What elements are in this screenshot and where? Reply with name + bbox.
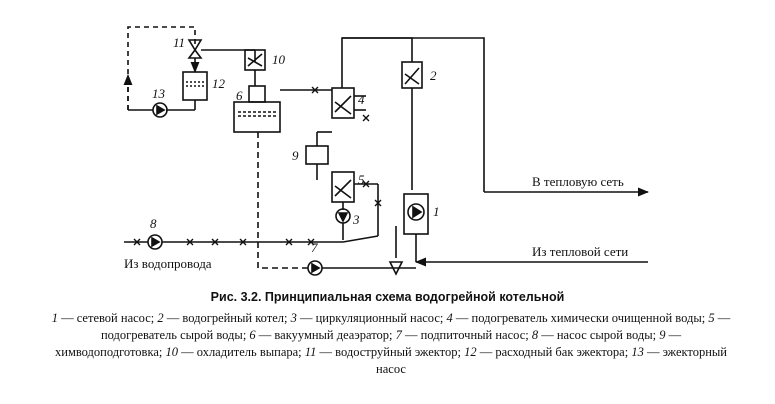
- legend-item-text: подогреватель сырой воды;: [100, 328, 247, 342]
- legend-item: 11 — водоструйный эжектор;: [304, 345, 461, 359]
- legend-item: 5 — подогреватель сырой воды;: [100, 311, 731, 342]
- ejector-loop-line: [123, 26, 196, 110]
- label-5: 5: [358, 172, 365, 187]
- legend-item: 9 — химводоподготовка;: [55, 328, 682, 359]
- from-network-label: Из тепловой сети: [532, 244, 628, 259]
- legend-item: 8 — насос сырой воды;: [531, 328, 657, 342]
- label-6: 6: [236, 88, 243, 103]
- legend-item: 1 — сетевой насос;: [51, 311, 155, 325]
- label-1: 1: [433, 204, 440, 219]
- legend-item: 6 — вакуумный деаэратор;: [249, 328, 393, 342]
- legend-item-number: 13: [631, 345, 644, 359]
- boiler-2: [401, 61, 423, 89]
- deaerator-6: [233, 85, 332, 133]
- legend-item-text: расходный бак эжектора;: [495, 345, 629, 359]
- legend-item-number: 11: [304, 345, 317, 359]
- legend-item-number: 10: [165, 345, 179, 359]
- boiler-scheme-diagram: 1 2 3 4 5 6 7 8 9 10 11 12 13 В тепловую…: [123, 26, 650, 276]
- supply-riser-line: [341, 37, 485, 192]
- raw-water-pump-8: [124, 234, 379, 250]
- label-11: 11: [173, 35, 185, 50]
- makeup-pump-7: [307, 226, 416, 276]
- legend-item-text: сетевой насос;: [76, 311, 155, 325]
- ejector-tank-12: [166, 71, 208, 111]
- legend-item-text: циркуляционный насос;: [315, 311, 444, 325]
- heater-4: [331, 87, 366, 119]
- legend-item: 4 — подогреватель химически очищенной во…: [446, 311, 706, 325]
- figure-title: Рис. 3.2. Принципиальная схема водогрейн…: [210, 290, 565, 304]
- legend-item-text: охладитель выпара;: [196, 345, 302, 359]
- legend-item-number: 7: [395, 328, 402, 342]
- legend-item: 12 — расходный бак эжектора;: [464, 345, 629, 359]
- legend-item-number: 12: [464, 345, 477, 359]
- legend-item: 7 — подпиточный насос;: [395, 328, 529, 342]
- label-2: 2: [430, 68, 437, 83]
- label-12: 12: [212, 76, 226, 91]
- ejector-pump-13: [128, 102, 168, 118]
- legend-item-number: 8: [531, 328, 539, 342]
- legend-item-number: 1: [51, 311, 58, 325]
- legend-item-number: 6: [249, 328, 256, 342]
- label-9: 9: [292, 148, 299, 163]
- legend-item-text: подпиточный насос;: [420, 328, 529, 342]
- legend-item-text: водогрейный котел;: [182, 311, 288, 325]
- legend-item: 2 — водогрейный котел;: [157, 311, 288, 325]
- legend-item: 10 — охладитель выпара;: [165, 345, 302, 359]
- water-treatment-9: [305, 131, 332, 180]
- vapor-cooler-10: [244, 49, 266, 86]
- legend-item-number: 9: [659, 328, 666, 342]
- legend-item-text: водоструйный эжектор;: [335, 345, 461, 359]
- deaerator-outlet-line: [257, 132, 308, 269]
- valve-markers: [133, 86, 382, 246]
- label-7: 7: [311, 240, 318, 255]
- label-8: 8: [150, 216, 157, 231]
- label-13: 13: [152, 86, 166, 101]
- legend-item: 13 — эжекторный насос: [376, 345, 727, 376]
- legend-item-text: эжекторный насос: [376, 345, 727, 376]
- legend-item-text: подогреватель химически очищенной воды;: [471, 311, 706, 325]
- from-water-label: Из водопровода: [124, 256, 212, 271]
- legend-item-number: 3: [290, 311, 297, 325]
- network-pump-1: [403, 193, 429, 262]
- to-network-label: В тепловую сеть: [532, 174, 624, 189]
- legend-item-text: насос сырой воды;: [556, 328, 657, 342]
- legend-item-number: 2: [157, 311, 164, 325]
- legend-item-number: 4: [446, 311, 453, 325]
- legend-item-text: химводоподготовка;: [55, 345, 163, 359]
- label-4: 4: [358, 92, 365, 107]
- legend-item: 3 — циркуляционный насос;: [290, 311, 444, 325]
- legend-item-number: 5: [708, 311, 715, 325]
- label-10: 10: [272, 52, 286, 67]
- legend-item-text: вакуумный деаэратор;: [274, 328, 393, 342]
- boiler-inlet-line: [342, 37, 413, 62]
- circulation-pump-3: [335, 202, 351, 240]
- figure-legend: 1 — сетевой насос; 2 — водогрейный котел…: [46, 310, 736, 378]
- label-3: 3: [352, 212, 360, 227]
